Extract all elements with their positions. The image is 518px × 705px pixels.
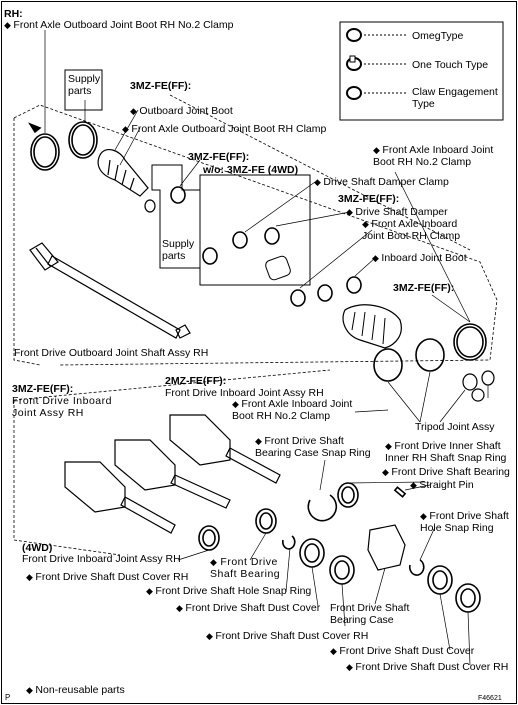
shaft-damper-label: Drive Shaft Damper bbox=[346, 206, 447, 218]
engine-3mz-label-5: 3MZ-FE(FF): bbox=[12, 383, 74, 395]
inner-shaft-snap-ring-label: Front Drive Inner Shaft Inner RH Shaft S… bbox=[385, 440, 515, 464]
hole-snap-ring-left-label: Front Drive Shaft Hole Snap Ring bbox=[146, 585, 311, 597]
shaft-bearing-left-label: Front Drive Shaft Bearing bbox=[210, 556, 290, 580]
outboard-boot bbox=[97, 148, 156, 213]
outboard-shaft-assy-label: Front Drive Outboard Joint Shaft Assy RH bbox=[14, 347, 209, 359]
dust-cover-rh-left-label: Front Drive Shaft Dust Cover RH bbox=[26, 571, 188, 583]
legend-omega-label: OmegType bbox=[412, 30, 464, 42]
outboard-shaft bbox=[29, 242, 191, 339]
bearing-case-label: Front Drive Shaft Bearing Case bbox=[330, 602, 410, 626]
damper-clamp-label: Drive Shaft Damper Clamp bbox=[314, 176, 448, 188]
dust-cover-right-label: Front Drive Shaft Dust Cover bbox=[330, 645, 474, 657]
hole-snap-ring-right-label: Front Drive Shaft Hole Snap Ring bbox=[420, 510, 515, 534]
dust-cover-rh-right-label: Front Drive Shaft Dust Cover RH bbox=[346, 661, 508, 673]
tripod bbox=[462, 370, 495, 402]
inboard-joint-assy-4wd-label: Front Drive Inboard Joint Assy RH bbox=[22, 553, 181, 565]
engine-4wd-label: (4WD) bbox=[22, 542, 53, 554]
inboard-joint-assy-2mz-label: Front Drive Inboard Joint Assy RH bbox=[165, 387, 324, 399]
engine-3mz-label-4: 3MZ-FE(FF): bbox=[393, 282, 455, 294]
outboard-clamps bbox=[28, 121, 98, 171]
inboard-clamp-no2-top-label: Front Axle Inboard Joint Boot RH No.2 Cl… bbox=[373, 144, 498, 168]
dust-cover-rh-mid-label: Front Drive Shaft Dust Cover RH bbox=[206, 630, 368, 642]
legend-box bbox=[339, 21, 504, 121]
inboard-joint-boot-label: Inboard Joint Boot bbox=[372, 252, 466, 264]
outboard-joint-boot-label: Outboard Joint Boot bbox=[130, 105, 232, 117]
outboard-clamp-label: Front Axle Outboard Joint Boot RH Clamp bbox=[122, 123, 326, 135]
page-mark: P bbox=[5, 693, 11, 702]
shaft-bearing-right-label: Front Drive Shaft Bearing bbox=[382, 466, 509, 478]
wo-3mz-4wd-label: w/o: 3MZ-FE (4WD) bbox=[203, 164, 299, 176]
outboard-clamp-no2-label: Front Axle Outboard Joint Boot RH No.2 C… bbox=[4, 19, 233, 31]
inboard-joint-assemblies bbox=[64, 414, 281, 534]
figure-id: F46621 bbox=[478, 695, 502, 702]
engine-3mz-label-1: 3MZ-FE(FF): bbox=[130, 80, 192, 92]
legend-claw-label: Claw Engagement Type bbox=[412, 86, 498, 110]
supply-parts-label-1: Supply parts bbox=[68, 73, 101, 97]
inboard-clamp-no2-mid-label: Front Axle Inboard Joint Boot RH No.2 Cl… bbox=[232, 398, 357, 422]
engine-2mz-label: 2MZ-FE(FF): bbox=[165, 375, 227, 387]
engine-3mz-label-3: 3MZ-FE(FF): bbox=[338, 193, 400, 205]
engine-3mz-label-2: 3MZ-FE(FF): bbox=[188, 151, 250, 163]
inboard-clamp-label: Front Axle Inboard Joint Boot RH Clamp bbox=[362, 218, 472, 242]
non-reusable-legend: Non-reusable parts bbox=[26, 684, 124, 696]
dust-cover-left-label: Front Drive Shaft Dust Cover bbox=[176, 602, 320, 614]
bearing-case-snap-ring-label: Front Drive Shaft Bearing Case Snap Ring bbox=[255, 435, 380, 459]
supply-parts-label-2: Supply parts bbox=[162, 238, 195, 262]
tripod-joint-assy-label: Tripod Joint Assy bbox=[415, 421, 495, 433]
inboard-joint-assy-left-label: Front Drive Inboard Joint Assy RH bbox=[12, 395, 112, 419]
side-label: RH: bbox=[4, 8, 23, 20]
legend-one-touch-label: One Touch Type bbox=[412, 59, 489, 71]
straight-pin-label: Straight Pin bbox=[410, 479, 473, 491]
